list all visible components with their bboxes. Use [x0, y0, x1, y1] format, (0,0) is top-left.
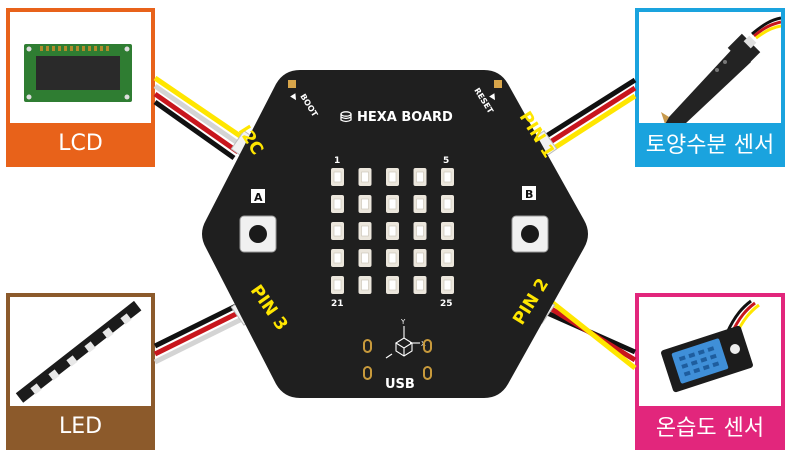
matrix-label-1: 1	[334, 156, 340, 166]
button-a-label: A	[254, 191, 263, 204]
matrix-label-21: 21	[331, 299, 344, 309]
led-card: LED	[6, 293, 155, 450]
temp-humidity-label: 온습도 센서	[639, 406, 781, 446]
soil-moisture-sensor-icon	[661, 16, 781, 124]
soil-cable	[538, 77, 637, 155]
matrix-led	[386, 222, 399, 240]
boot-button[interactable]	[288, 80, 296, 88]
matrix-led	[386, 195, 399, 213]
matrix-led	[441, 222, 454, 240]
matrix-led	[358, 276, 372, 294]
reset-arrow-icon: ▶	[488, 92, 499, 103]
reset-button[interactable]	[494, 80, 502, 88]
soil-moisture-card: 토양수분 센서	[635, 8, 785, 167]
matrix-led	[413, 222, 427, 240]
matrix-led	[331, 249, 344, 267]
button-a[interactable]	[239, 215, 277, 253]
usb-label: USB	[385, 377, 415, 392]
temp-humidity-sensor-icon	[661, 299, 760, 393]
matrix-led	[358, 195, 372, 213]
matrix-led	[331, 222, 344, 240]
matrix-led	[331, 195, 344, 213]
led-matrix	[331, 168, 454, 294]
led-strip-icon	[15, 300, 142, 403]
board-logo-icon	[340, 111, 352, 123]
button-b-tag	[522, 186, 536, 200]
matrix-label-5: 5	[443, 156, 449, 166]
boot-arrow-icon: ▶	[289, 92, 300, 103]
mount-hole	[423, 339, 432, 353]
lcd-card: LCD	[6, 8, 155, 167]
lcd-label: LCD	[10, 123, 151, 163]
matrix-led	[441, 249, 454, 267]
mount-hole	[363, 339, 372, 353]
matrix-led	[331, 276, 344, 294]
matrix-label-25: 25	[440, 299, 453, 309]
matrix-led	[413, 195, 427, 213]
led-label: LED	[10, 406, 151, 446]
matrix-led	[441, 276, 454, 294]
matrix-led	[358, 249, 372, 267]
orientation-axis-icon	[385, 326, 420, 359]
axis-y-label: Y	[400, 318, 406, 326]
lcd-cable	[153, 75, 248, 161]
button-b-label: B	[525, 188, 533, 201]
soil-moisture-label: 토양수분 센서	[639, 123, 781, 163]
matrix-led	[358, 222, 372, 240]
matrix-led	[441, 195, 454, 213]
temp-humidity-card: 온습도 센서	[635, 293, 785, 450]
button-b[interactable]	[511, 215, 549, 253]
matrix-led	[386, 168, 399, 186]
mount-hole	[423, 366, 432, 380]
matrix-led	[331, 168, 344, 186]
matrix-led	[413, 249, 427, 267]
matrix-led	[441, 168, 454, 186]
matrix-led	[386, 249, 399, 267]
led-cable	[153, 301, 250, 365]
matrix-led	[386, 276, 399, 294]
board-title: HEXA BOARD	[357, 110, 453, 125]
humidity-cable	[534, 294, 637, 370]
lcd-display-icon	[24, 44, 132, 102]
matrix-led	[358, 168, 372, 186]
button-a-tag	[251, 189, 265, 203]
matrix-led	[413, 276, 427, 294]
matrix-led	[413, 168, 427, 186]
mount-hole	[363, 366, 372, 380]
